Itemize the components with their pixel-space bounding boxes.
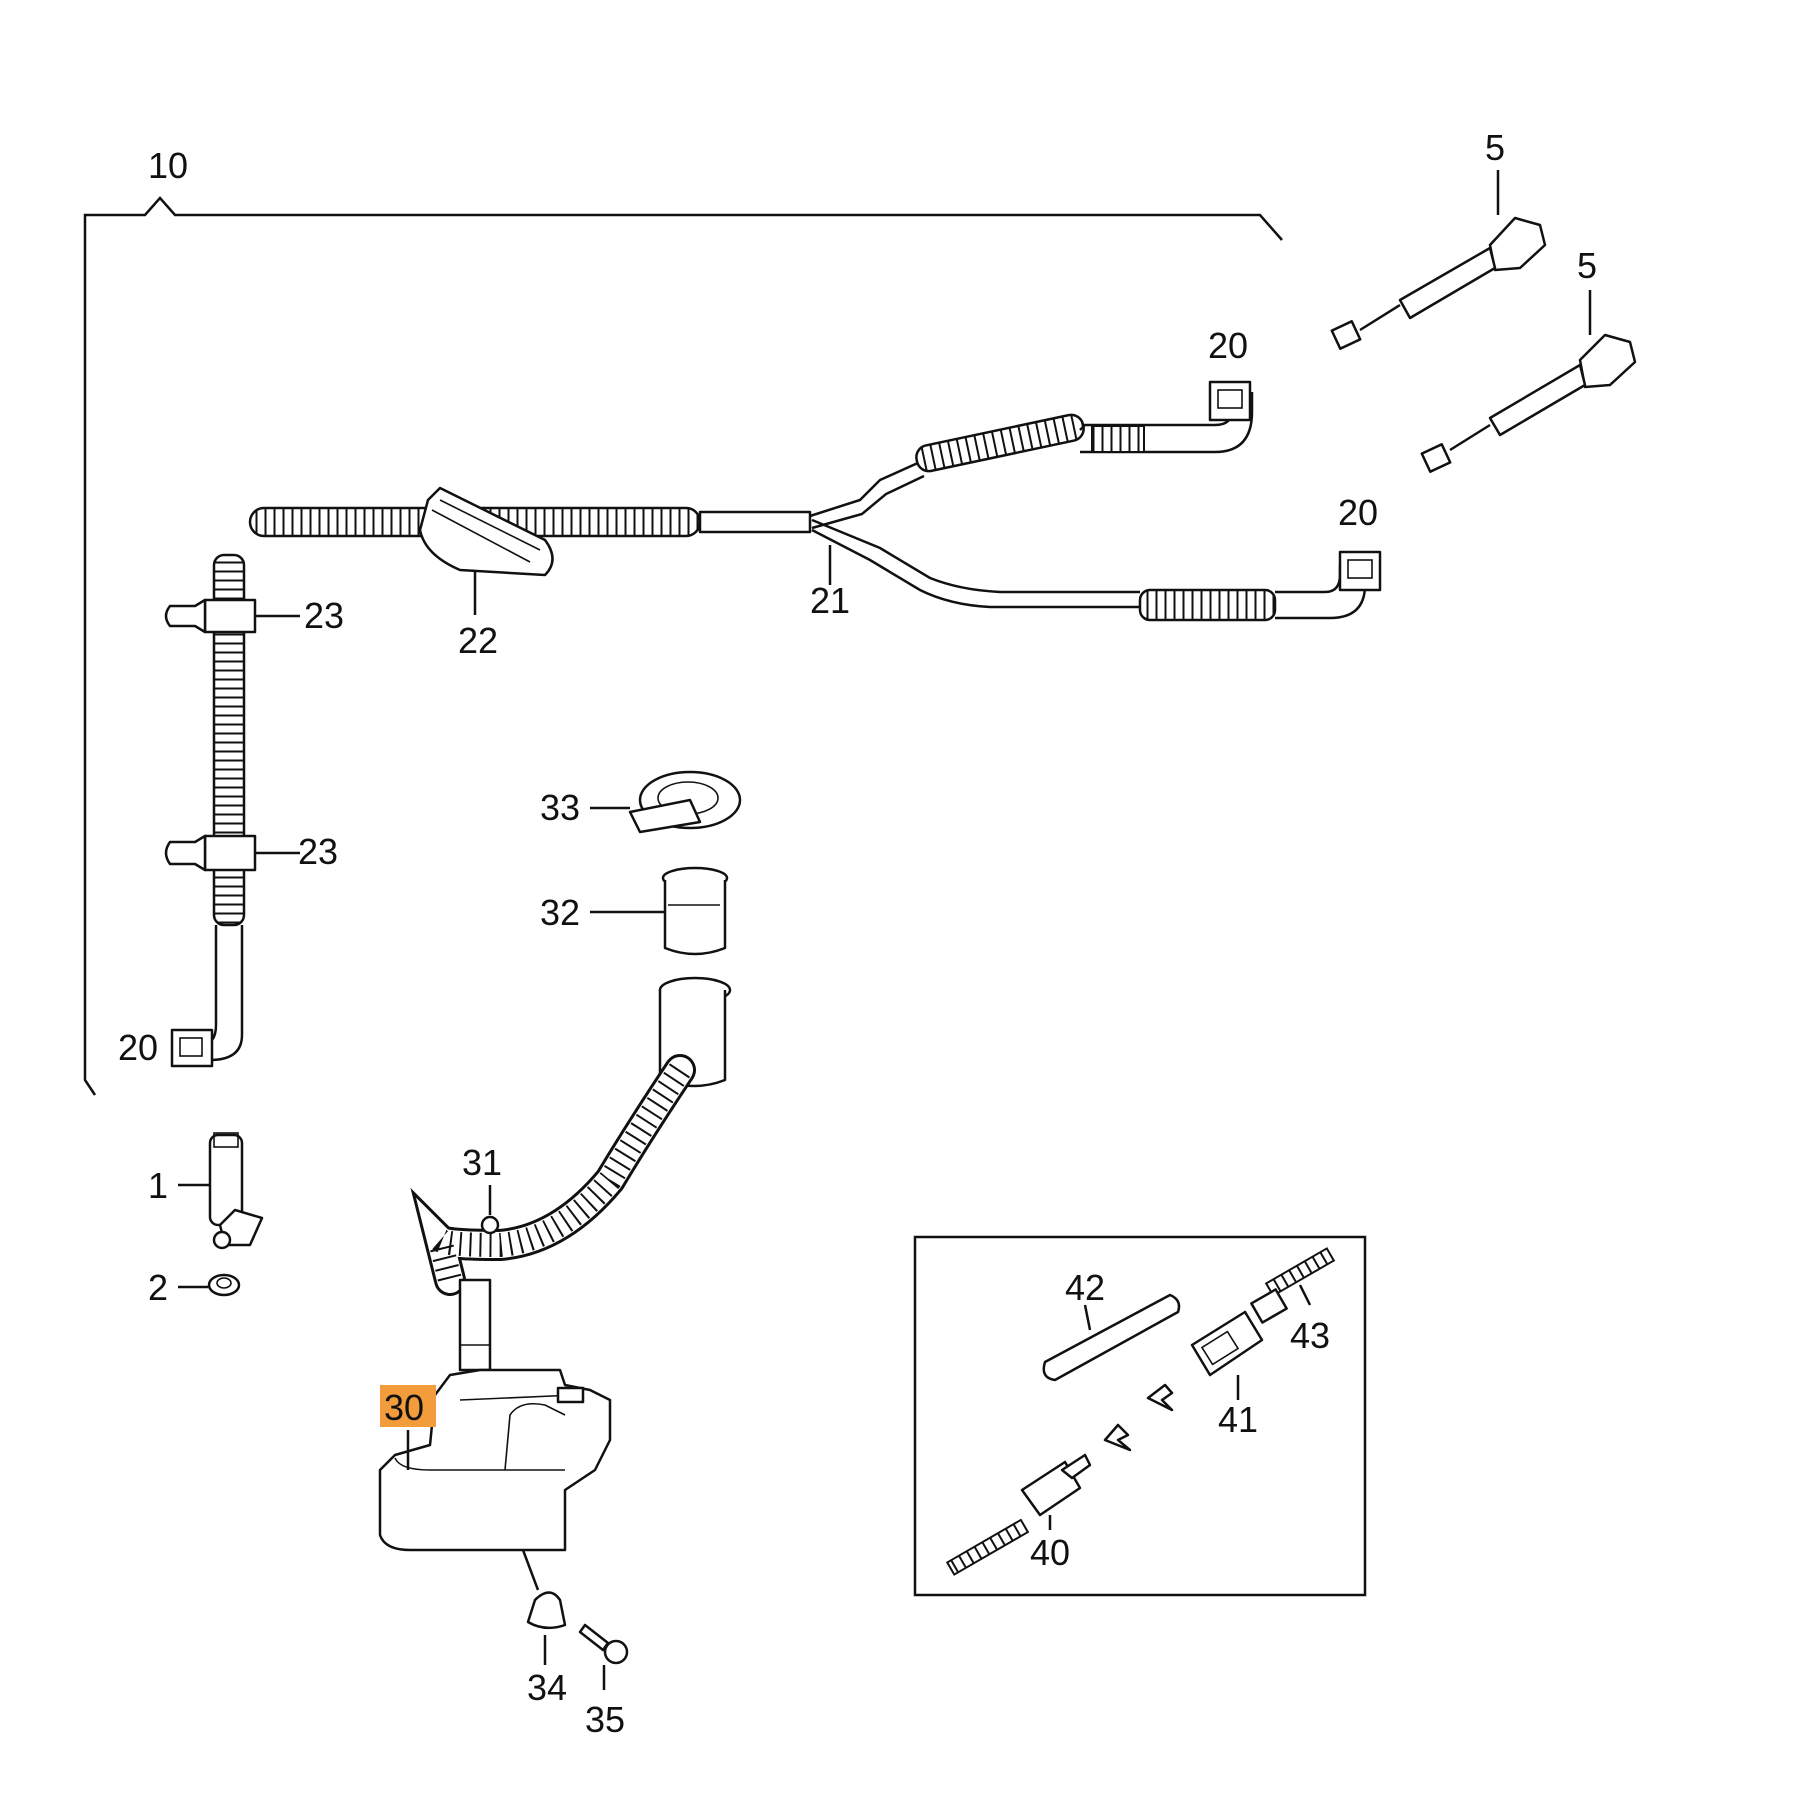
- callout-32: 32: [540, 892, 580, 933]
- nozzle-5-upper: [1330, 216, 1547, 350]
- callout-2: 2: [148, 1267, 168, 1308]
- callout-35: 35: [585, 1699, 625, 1740]
- bolt-35: [578, 1623, 629, 1665]
- clip-23-upper: [164, 598, 257, 634]
- washer-hose-main: [248, 392, 1367, 622]
- callout-21: 21: [810, 580, 850, 621]
- callout-41: 41: [1218, 1399, 1258, 1440]
- filler-hose: [410, 1054, 696, 1372]
- callout-43: 43: [1290, 1315, 1330, 1356]
- callout-1: 1: [148, 1165, 168, 1206]
- inset-detail-box: [913, 1235, 1367, 1597]
- highlight-30: [380, 1385, 436, 1427]
- grommet-2: [207, 1273, 241, 1297]
- callouts: 10 5 5 20 20 20 21 22 23 23 33 32 31 1 2…: [118, 127, 1597, 1740]
- callout-23-upper: 23: [304, 595, 344, 636]
- callout-20-upper: 20: [1208, 325, 1248, 366]
- tube-42: [1042, 1293, 1181, 1382]
- callout-10: 10: [148, 145, 188, 186]
- callout-23-lower: 23: [298, 831, 338, 872]
- vent-31: [480, 1215, 500, 1235]
- callout-40: 40: [1030, 1532, 1070, 1573]
- callout-5-lower: 5: [1577, 245, 1597, 286]
- strainer-32: [661, 866, 729, 956]
- connector-20-upper: [1208, 380, 1252, 422]
- nozzle-5-lower: [1420, 333, 1637, 473]
- connector-43: [1250, 1247, 1336, 1324]
- connector-20-lower: [170, 1028, 214, 1068]
- clip-23-lower: [164, 834, 257, 872]
- joint-40: [945, 1423, 1132, 1576]
- callout-42: 42: [1065, 1267, 1105, 1308]
- callout-31: 31: [462, 1142, 502, 1183]
- callout-20-lower: 20: [118, 1027, 158, 1068]
- filler-cap-33: [628, 770, 742, 834]
- leader-lines: [178, 170, 1592, 1690]
- callout-5-upper: 5: [1485, 127, 1505, 168]
- filler-neck: [658, 976, 732, 1088]
- connector-20-middle: [1338, 550, 1382, 592]
- callout-20-middle: 20: [1338, 492, 1378, 533]
- plug-34: [526, 1591, 567, 1630]
- callout-30: 30: [384, 1387, 424, 1428]
- callout-22: 22: [458, 620, 498, 661]
- grommet-22: [418, 486, 554, 577]
- washer-pump-1: [208, 1132, 264, 1250]
- callout-34: 34: [527, 1667, 567, 1708]
- callout-33: 33: [540, 787, 580, 828]
- coupler-41: [1146, 1310, 1264, 1412]
- group-bracket-10: [83, 196, 1283, 1096]
